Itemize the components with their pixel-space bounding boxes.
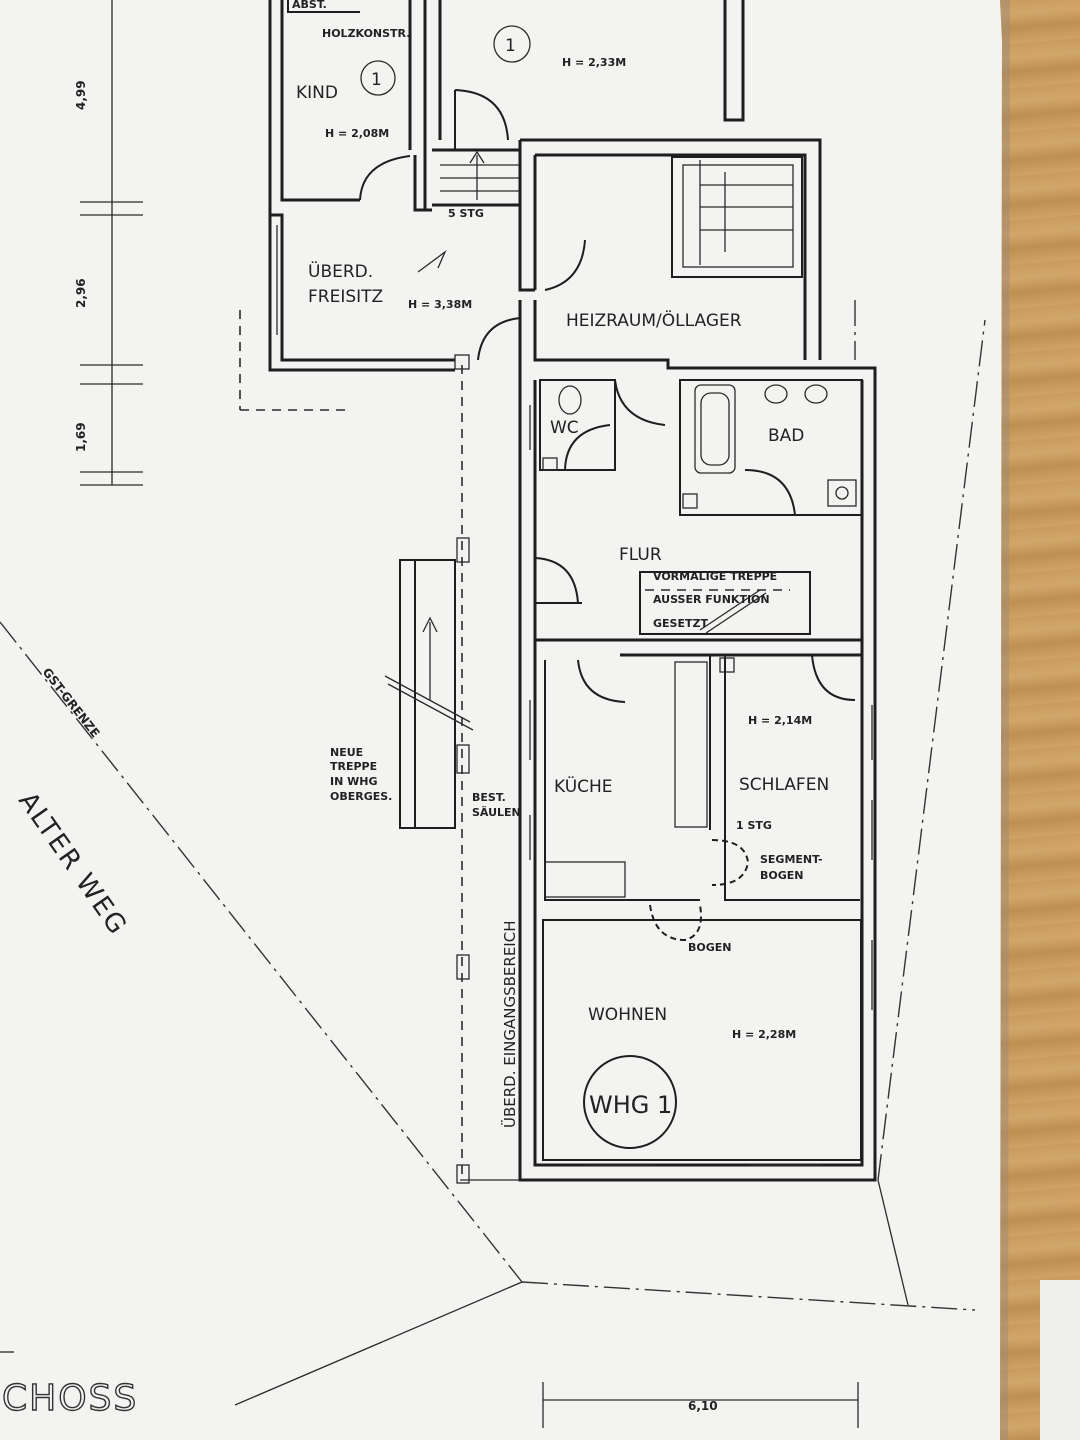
kind-room: ABST. HOLZKONSTR. KIND H = 2,08M 1 — [268, 0, 442, 215]
segment-label-2: BOGEN — [760, 869, 803, 882]
wc-room: WC — [529, 379, 666, 471]
best-saeulen-label-2: SÄULEN — [472, 805, 521, 819]
entrance-area: BEST. SÄULEN ÜBERD. EINGANGSBEREICH — [454, 354, 521, 1184]
circle-mark-top-number: 1 — [505, 36, 516, 56]
circle-mark-top — [493, 25, 531, 63]
whg-label: WHG 1 — [589, 1091, 672, 1119]
circle-mark-kind — [360, 60, 396, 96]
circle-mark-kind-number: 1 — [371, 70, 382, 90]
second-sheet-edge — [1040, 1280, 1080, 1440]
left-dimension-chain: 4,99 2,96 1,69 — [74, 0, 143, 486]
segment-label-1: SEGMENT- — [760, 853, 823, 866]
neue-treppe-label-2: TREPPE — [330, 760, 377, 773]
vormalige-label-1: VORMALIGE TREPPE — [653, 570, 777, 583]
bogen-label: BOGEN — [688, 941, 731, 954]
vormalige-label-3: GESETZT — [653, 617, 708, 630]
bottom-dimension: 6,10 — [542, 1382, 859, 1428]
freisitz-label-2: FREISITZ — [308, 287, 383, 307]
flur-label: FLUR — [619, 545, 662, 565]
neue-treppe-label-3: IN WHG — [330, 775, 378, 788]
kind-height-label: H = 2,08M — [325, 127, 389, 140]
sheet-title-fragment: CHOSS — [2, 1378, 138, 1419]
wc-label: WC — [550, 418, 579, 438]
heizraum-room: HEIZRAUM/ÖLLAGER — [544, 156, 803, 331]
bad-label: BAD — [768, 426, 804, 446]
bad-room: BAD — [679, 379, 863, 516]
paper-sheet — [0, 0, 1002, 1440]
kind-label: KIND — [296, 83, 338, 103]
holzkonstr-label: HOLZKONSTR. — [322, 27, 410, 40]
heizraum-label: HEIZRAUM/ÖLLAGER — [566, 309, 742, 331]
wohnen-height-label: H = 2,28M — [732, 1028, 796, 1041]
neue-treppe: NEUE TREPPE IN WHG OBERGES. — [330, 559, 474, 829]
flur-area: FLUR VORMALIGE TREPPE AUSSER FUNKTION GE… — [534, 545, 862, 657]
freisitz-area: ÜBERD. FREISITZ H = 3,38M — [239, 225, 521, 411]
schlafen-room: H = 2,14M SCHLAFEN 1 STG SEGMENT- BOGEN — [709, 654, 873, 901]
neue-treppe-label-4: OBERGES. — [330, 790, 392, 803]
whg-circle — [583, 1055, 677, 1149]
schlafen-height-label: H = 2,14M — [748, 714, 812, 727]
dimension-label-d1: 4,99 — [74, 80, 88, 110]
wohnen-label: WOHNEN — [588, 1005, 667, 1025]
bottom-width-label: 6,10 — [688, 1399, 718, 1413]
vormalige-label-2: AUSSER FUNKTION — [653, 593, 770, 606]
kueche-label: KÜCHE — [554, 775, 613, 797]
wohnen-room: WOHNEN H = 2,28M WHG 1 — [542, 919, 873, 1166]
freisitz-label-1: ÜBERD. — [308, 260, 373, 282]
schlafen-label: SCHLAFEN — [739, 775, 829, 795]
abst-label: ABST. — [292, 0, 327, 11]
building-walls — [268, 138, 877, 1182]
eingang-label: ÜBERD. EINGANGSBEREICH — [500, 921, 519, 1128]
freisitz-height-label: H = 3,38M — [408, 298, 472, 311]
neue-treppe-label-1: NEUE — [330, 746, 363, 759]
dimension-label-d3: 1,69 — [74, 422, 88, 452]
top-right-room: 1 H = 2,33M — [454, 0, 745, 150]
dimension-label-d2: 2,96 — [74, 278, 88, 308]
top-height-label: H = 2,33M — [562, 56, 626, 69]
best-saeulen-label-1: BEST. — [472, 791, 506, 804]
stairs-5-label: 5 STG — [448, 207, 484, 220]
paper-shadow — [1000, 0, 1010, 1440]
stg-1-label: 1 STG — [736, 819, 772, 832]
